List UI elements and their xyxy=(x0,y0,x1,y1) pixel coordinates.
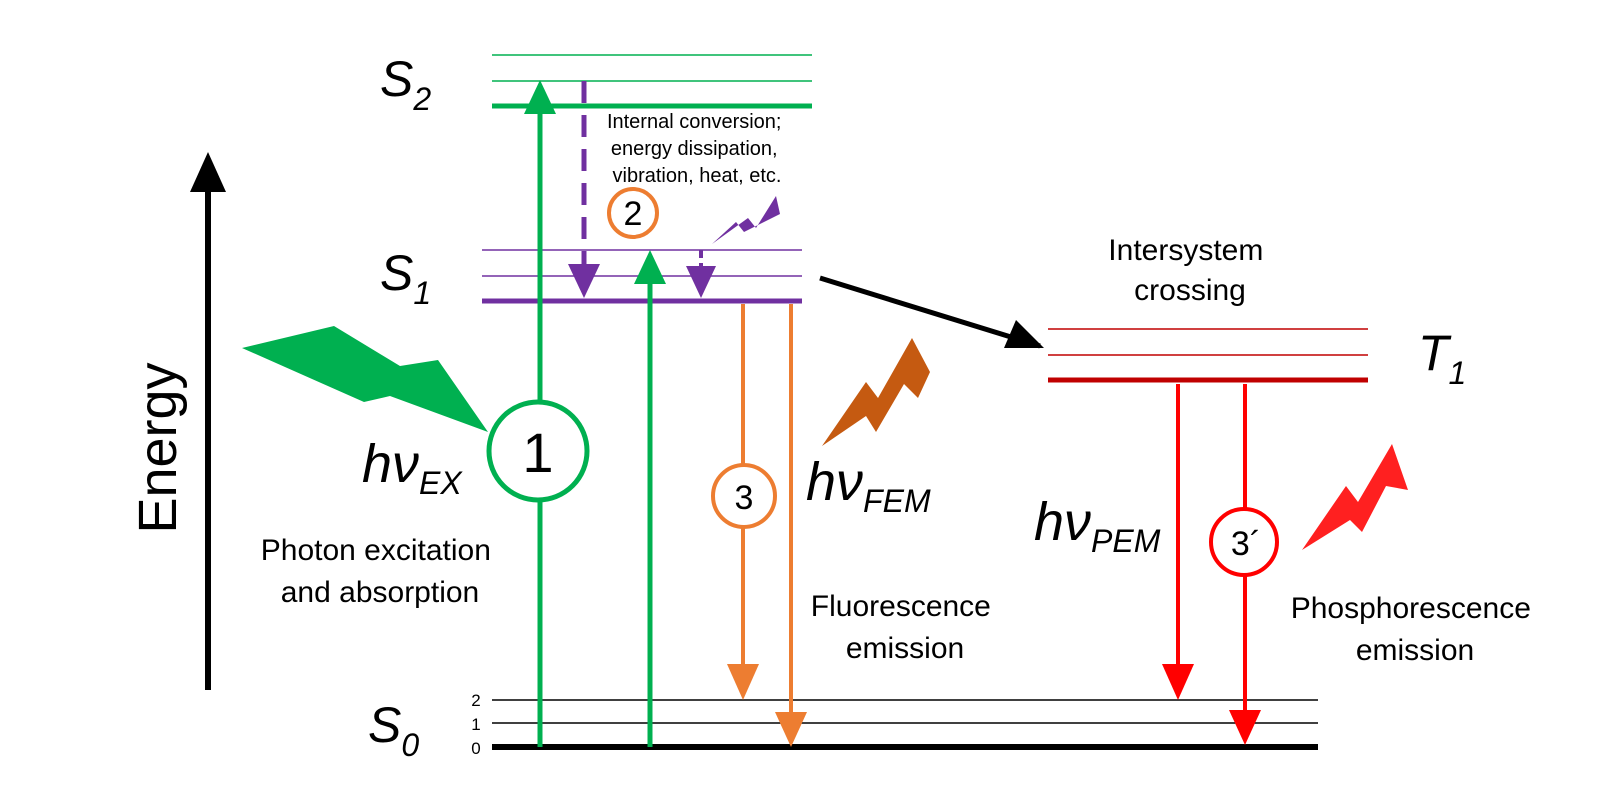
s0-levels: 2 1 0 xyxy=(471,691,1318,758)
fluorescence-photon-bolt-icon xyxy=(822,338,930,446)
phosphorescence-to-v2-arrowhead xyxy=(1162,664,1194,700)
energy-axis-label: Energy xyxy=(128,362,188,533)
process-marker-3-prime: 3´ xyxy=(1209,507,1279,577)
svg-text:2: 2 xyxy=(624,195,643,233)
vibrational-level-1-label: 1 xyxy=(471,715,480,734)
internal-conversion-arrows xyxy=(568,81,716,298)
intersystem-crossing-arrowhead xyxy=(1004,320,1044,348)
internal-conversion-description: Internal conversion; energy dissipation,… xyxy=(607,111,787,187)
photon-label-phosphorescence: hνPEM xyxy=(1034,492,1161,559)
vibrational-level-2-label: 2 xyxy=(471,691,480,710)
process-marker-2: 2 xyxy=(607,187,659,239)
energy-axis-arrowhead xyxy=(190,152,226,192)
internal-conversion-bolt-icon xyxy=(712,196,780,244)
fluorescence-to-v0-arrowhead xyxy=(775,712,807,747)
intersystem-crossing-description: Intersystem crossing xyxy=(1108,234,1271,307)
s0-state-label: S0 xyxy=(368,697,419,763)
excitation-to-s2-arrowhead xyxy=(524,80,556,114)
svg-text:3: 3 xyxy=(735,479,754,517)
svg-text:3´: 3´ xyxy=(1231,525,1261,563)
s2-state-label: S2 xyxy=(380,51,431,117)
fluorescence-to-v2-arrowhead xyxy=(727,664,759,700)
vibrational-level-0-label: 0 xyxy=(471,739,480,758)
photon-label-excitation: hνEX xyxy=(362,434,463,501)
intersystem-crossing-arrow xyxy=(819,275,1041,349)
svg-text:1: 1 xyxy=(522,421,553,484)
excitation-description: Photon excitation and absorption xyxy=(261,534,500,609)
phosphorescence-to-v0-arrowhead xyxy=(1229,710,1261,745)
phosphorescence-photon-bolt-icon xyxy=(1302,444,1408,550)
excitation-to-s1-arrowhead xyxy=(634,250,666,284)
t1-state-label: T1 xyxy=(1418,325,1466,391)
process-marker-1: 1 xyxy=(486,399,590,503)
internal-conversion-s2-arrowhead xyxy=(568,264,600,298)
process-marker-3: 3 xyxy=(711,463,777,529)
excitation-photon-bolt-icon xyxy=(242,326,488,432)
fluorescence-description: Fluorescence emission xyxy=(811,590,999,665)
phosphorescence-description: Phosphorescence emission xyxy=(1291,592,1540,667)
photon-label-fluorescence: hνFEM xyxy=(806,452,931,519)
internal-conversion-s1-arrowhead xyxy=(686,266,716,298)
t1-levels xyxy=(1048,328,1368,383)
s1-state-label: S1 xyxy=(380,245,431,311)
energy-axis: Energy xyxy=(128,152,226,690)
